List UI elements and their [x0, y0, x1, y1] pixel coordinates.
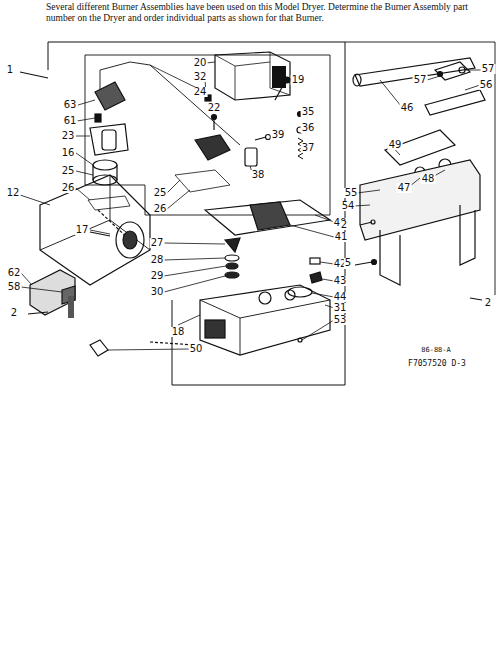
callout-number: 58	[7, 282, 22, 292]
callout-number: 32	[193, 72, 208, 82]
callout-number: 35	[301, 107, 316, 117]
callout-number: 24	[193, 87, 208, 97]
callout-number: 17	[75, 225, 90, 235]
callout-number: 56	[479, 80, 494, 90]
callout-number: 16	[61, 148, 76, 158]
callout-number: 54	[341, 201, 356, 211]
callout-number: 63	[63, 100, 78, 110]
callout-number: 29	[150, 271, 165, 281]
callout-number: 39	[271, 130, 286, 140]
callout-number: 57	[413, 75, 428, 85]
callout-number: 28	[150, 255, 165, 265]
callout-number: 57	[481, 64, 496, 74]
callout-number: 62	[7, 268, 22, 278]
callout-number: 50	[189, 344, 204, 354]
callout-number: 30	[150, 287, 165, 297]
callout-number: 23	[61, 131, 76, 141]
callout-number: 27	[150, 238, 165, 248]
callout-number: 31	[333, 303, 348, 313]
callout-number: 41	[334, 232, 349, 242]
callout-number: 53	[333, 315, 348, 325]
callout-number: 26	[61, 183, 76, 193]
drawing-code: 86-88-A	[420, 347, 452, 354]
drawing-code: F7057520 D-3	[407, 360, 467, 368]
callout-number: 38	[251, 170, 266, 180]
note-text: Several different Burner Assemblies have…	[45, 2, 487, 24]
callout-number: 36	[301, 123, 316, 133]
callout-number: 25	[153, 188, 168, 198]
callout-number: 44	[333, 292, 348, 302]
callout-number: 18	[171, 327, 186, 337]
callout-number: 19	[291, 75, 306, 85]
callout-number: 2	[340, 220, 348, 230]
callout-number: 55	[344, 188, 359, 198]
callout-number: 46	[400, 103, 415, 113]
callout-number: 61	[63, 116, 78, 126]
callout-number: 5	[344, 258, 352, 268]
callout-number: 12	[6, 188, 21, 198]
callout-number: 2	[10, 308, 18, 318]
callout-number: 43	[333, 276, 348, 286]
callout-number: 26	[153, 204, 168, 214]
callout-number: 2	[484, 298, 492, 308]
callout-number: 47	[397, 183, 412, 193]
callout-number: 1	[6, 65, 14, 75]
callout-number: 37	[301, 143, 316, 153]
callout-number: 22	[207, 103, 222, 113]
callout-number: 49	[388, 140, 403, 150]
callout-number: 48	[421, 174, 436, 184]
callout-number: 20	[193, 58, 208, 68]
callout-number: 25	[61, 166, 76, 176]
